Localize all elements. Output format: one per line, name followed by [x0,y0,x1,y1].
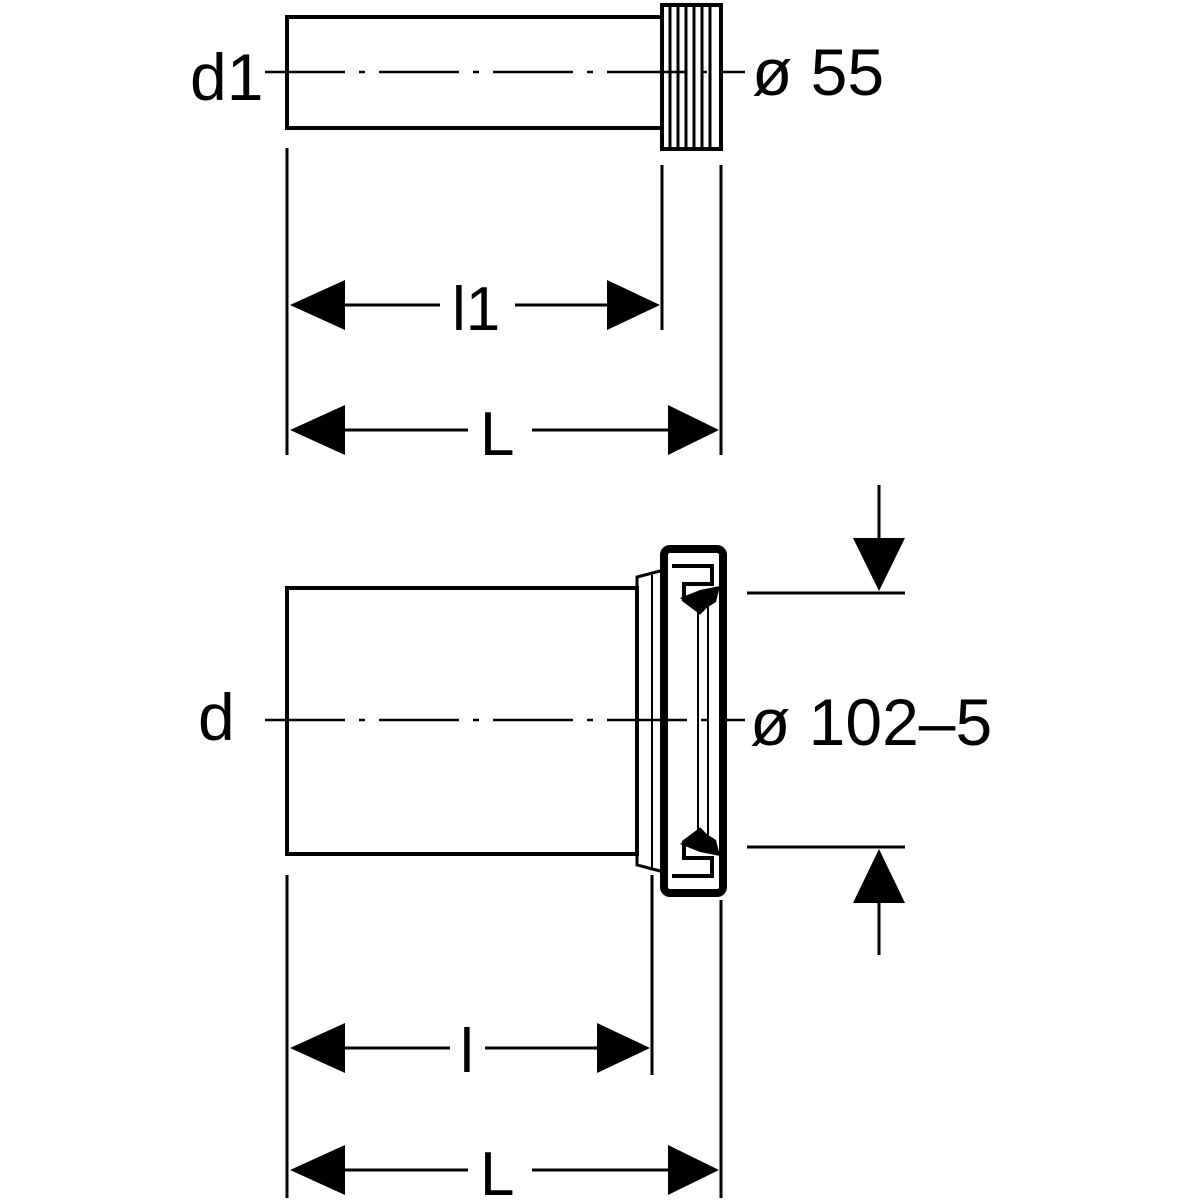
bottom-inner-length-dimension: l [290,1017,650,1086]
arrowhead-right [607,280,660,330]
bottom-inner-length-label: l [460,1017,474,1086]
top-inner-length-dimension: l1 [290,275,660,344]
bottom-total-length-label: L [480,1140,514,1200]
top-pipe [265,3,745,455]
bottom-outer-diameter-dimension [747,485,905,955]
arrowhead-left [290,405,345,455]
bottom-seal-lip-bottom-fill [680,830,720,856]
top-total-length-dimension: L [290,400,719,469]
top-thread-lines [668,5,712,149]
arrowhead-left [290,1145,345,1195]
top-thread-outline [660,3,723,151]
bottom-outer-diameter-label: ø 102–5 [750,685,992,759]
arrowhead-left [290,280,345,330]
bottom-diameter-label: d [198,680,235,754]
bottom-total-length-dimension: L [290,1140,719,1200]
top-diameter-label: d1 [190,40,263,114]
bottom-collar [635,568,665,874]
top-total-length-label: L [480,400,514,469]
bottom-pipe [265,545,745,1198]
top-outer-diameter-label: ø 55 [752,35,884,109]
arrowhead-left [290,1023,345,1073]
bottom-seal-lip-top-fill [680,586,720,612]
arrowhead-right [668,405,719,455]
arrowhead-right [597,1023,650,1073]
arrowhead-up [853,849,905,903]
top-inner-length-label: l1 [452,275,500,344]
arrowhead-down [853,538,905,591]
arrowhead-right [668,1145,719,1195]
